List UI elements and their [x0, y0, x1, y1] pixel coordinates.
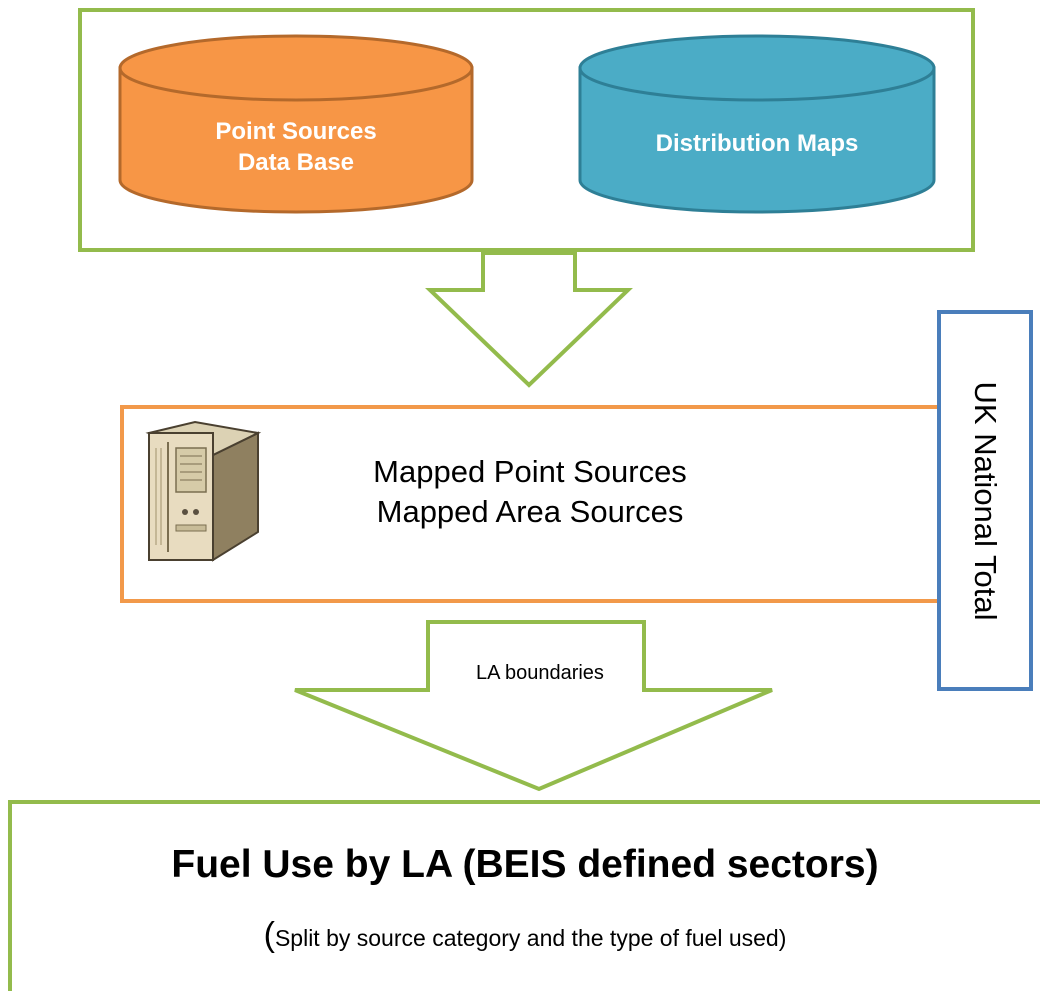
uk-national-total-label: UK National Total	[968, 381, 1003, 621]
distribution-maps-cylinder	[578, 34, 936, 214]
mapped-point-sources: Mapped Point Sources	[373, 454, 687, 489]
point-sources-label-line1: Point Sources	[215, 118, 377, 145]
result-subtitle-paren: (	[263, 916, 275, 954]
result-box	[8, 800, 1040, 991]
result-subtitle: (Split by source category and the type o…	[10, 916, 1040, 955]
server-icon	[145, 420, 262, 562]
distribution-maps-label-text: Distribution Maps	[655, 130, 859, 157]
la-boundaries-label: LA boundaries	[476, 662, 604, 684]
uk-national-total-box	[937, 310, 1033, 691]
result-subtitle-text: Split by source category and the type of…	[274, 925, 787, 951]
point-sources-label: Point Sources Data Base	[176, 116, 416, 178]
distribution-maps-label: Distribution Maps	[597, 128, 917, 159]
result-title: Fuel Use by LA (BEIS defined sectors)	[171, 843, 879, 886]
mapped-area-sources: Mapped Area Sources	[376, 494, 684, 530]
down-arrow-1	[425, 251, 633, 388]
down-arrow-2	[294, 620, 773, 792]
point-sources-database-cylinder	[118, 34, 474, 214]
mapped-sources-text: Mapped Point Sources Mapped Area Sources	[300, 452, 760, 533]
point-sources-label-line2: Data Base	[237, 149, 355, 177]
